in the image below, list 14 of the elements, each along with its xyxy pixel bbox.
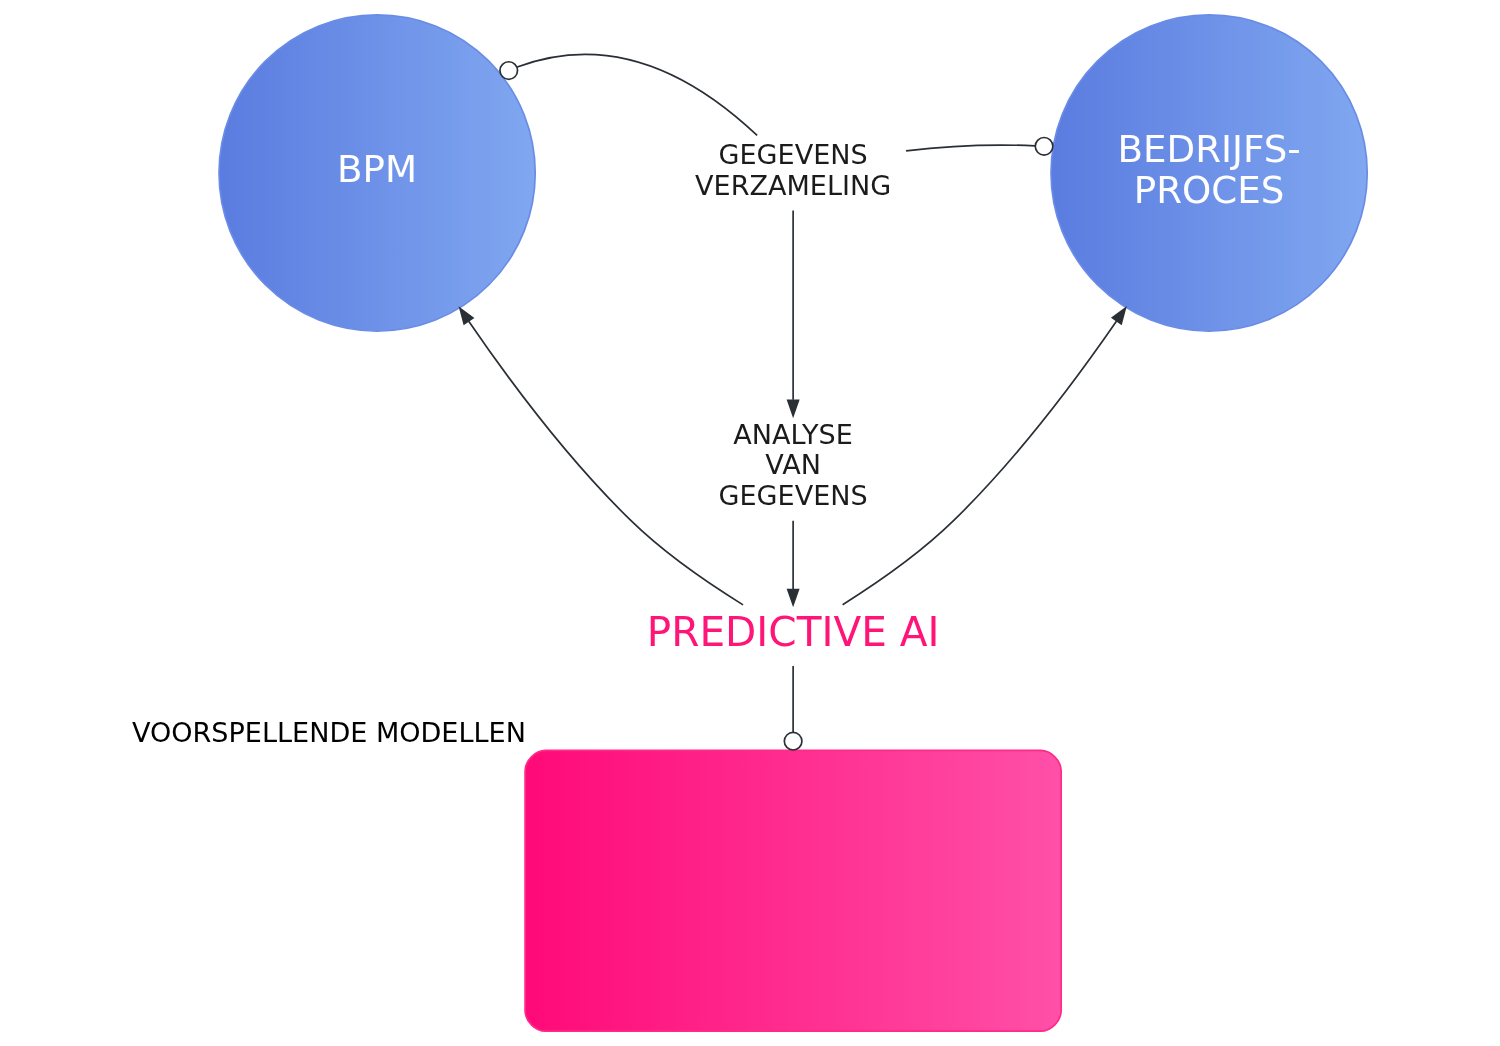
node-circle: BEDRIJFS- PROCES xyxy=(1050,14,1369,332)
connector xyxy=(783,665,803,751)
arrow xyxy=(786,519,800,608)
node-circle: BPM xyxy=(218,14,537,332)
arrow xyxy=(786,209,800,419)
node-text: ANALYSE VAN GEGEVENS xyxy=(718,419,868,511)
arrow xyxy=(841,306,1127,606)
node-label: VOORSPELLENDE MODELLEN xyxy=(131,716,526,748)
arrow xyxy=(458,306,744,606)
connector xyxy=(905,136,1054,156)
node-picture xyxy=(524,749,1062,1032)
connector xyxy=(499,53,758,137)
node-text: PREDICTIVE AI xyxy=(646,607,940,656)
node-text: GEGEVENS VERZAMELING xyxy=(695,139,892,201)
